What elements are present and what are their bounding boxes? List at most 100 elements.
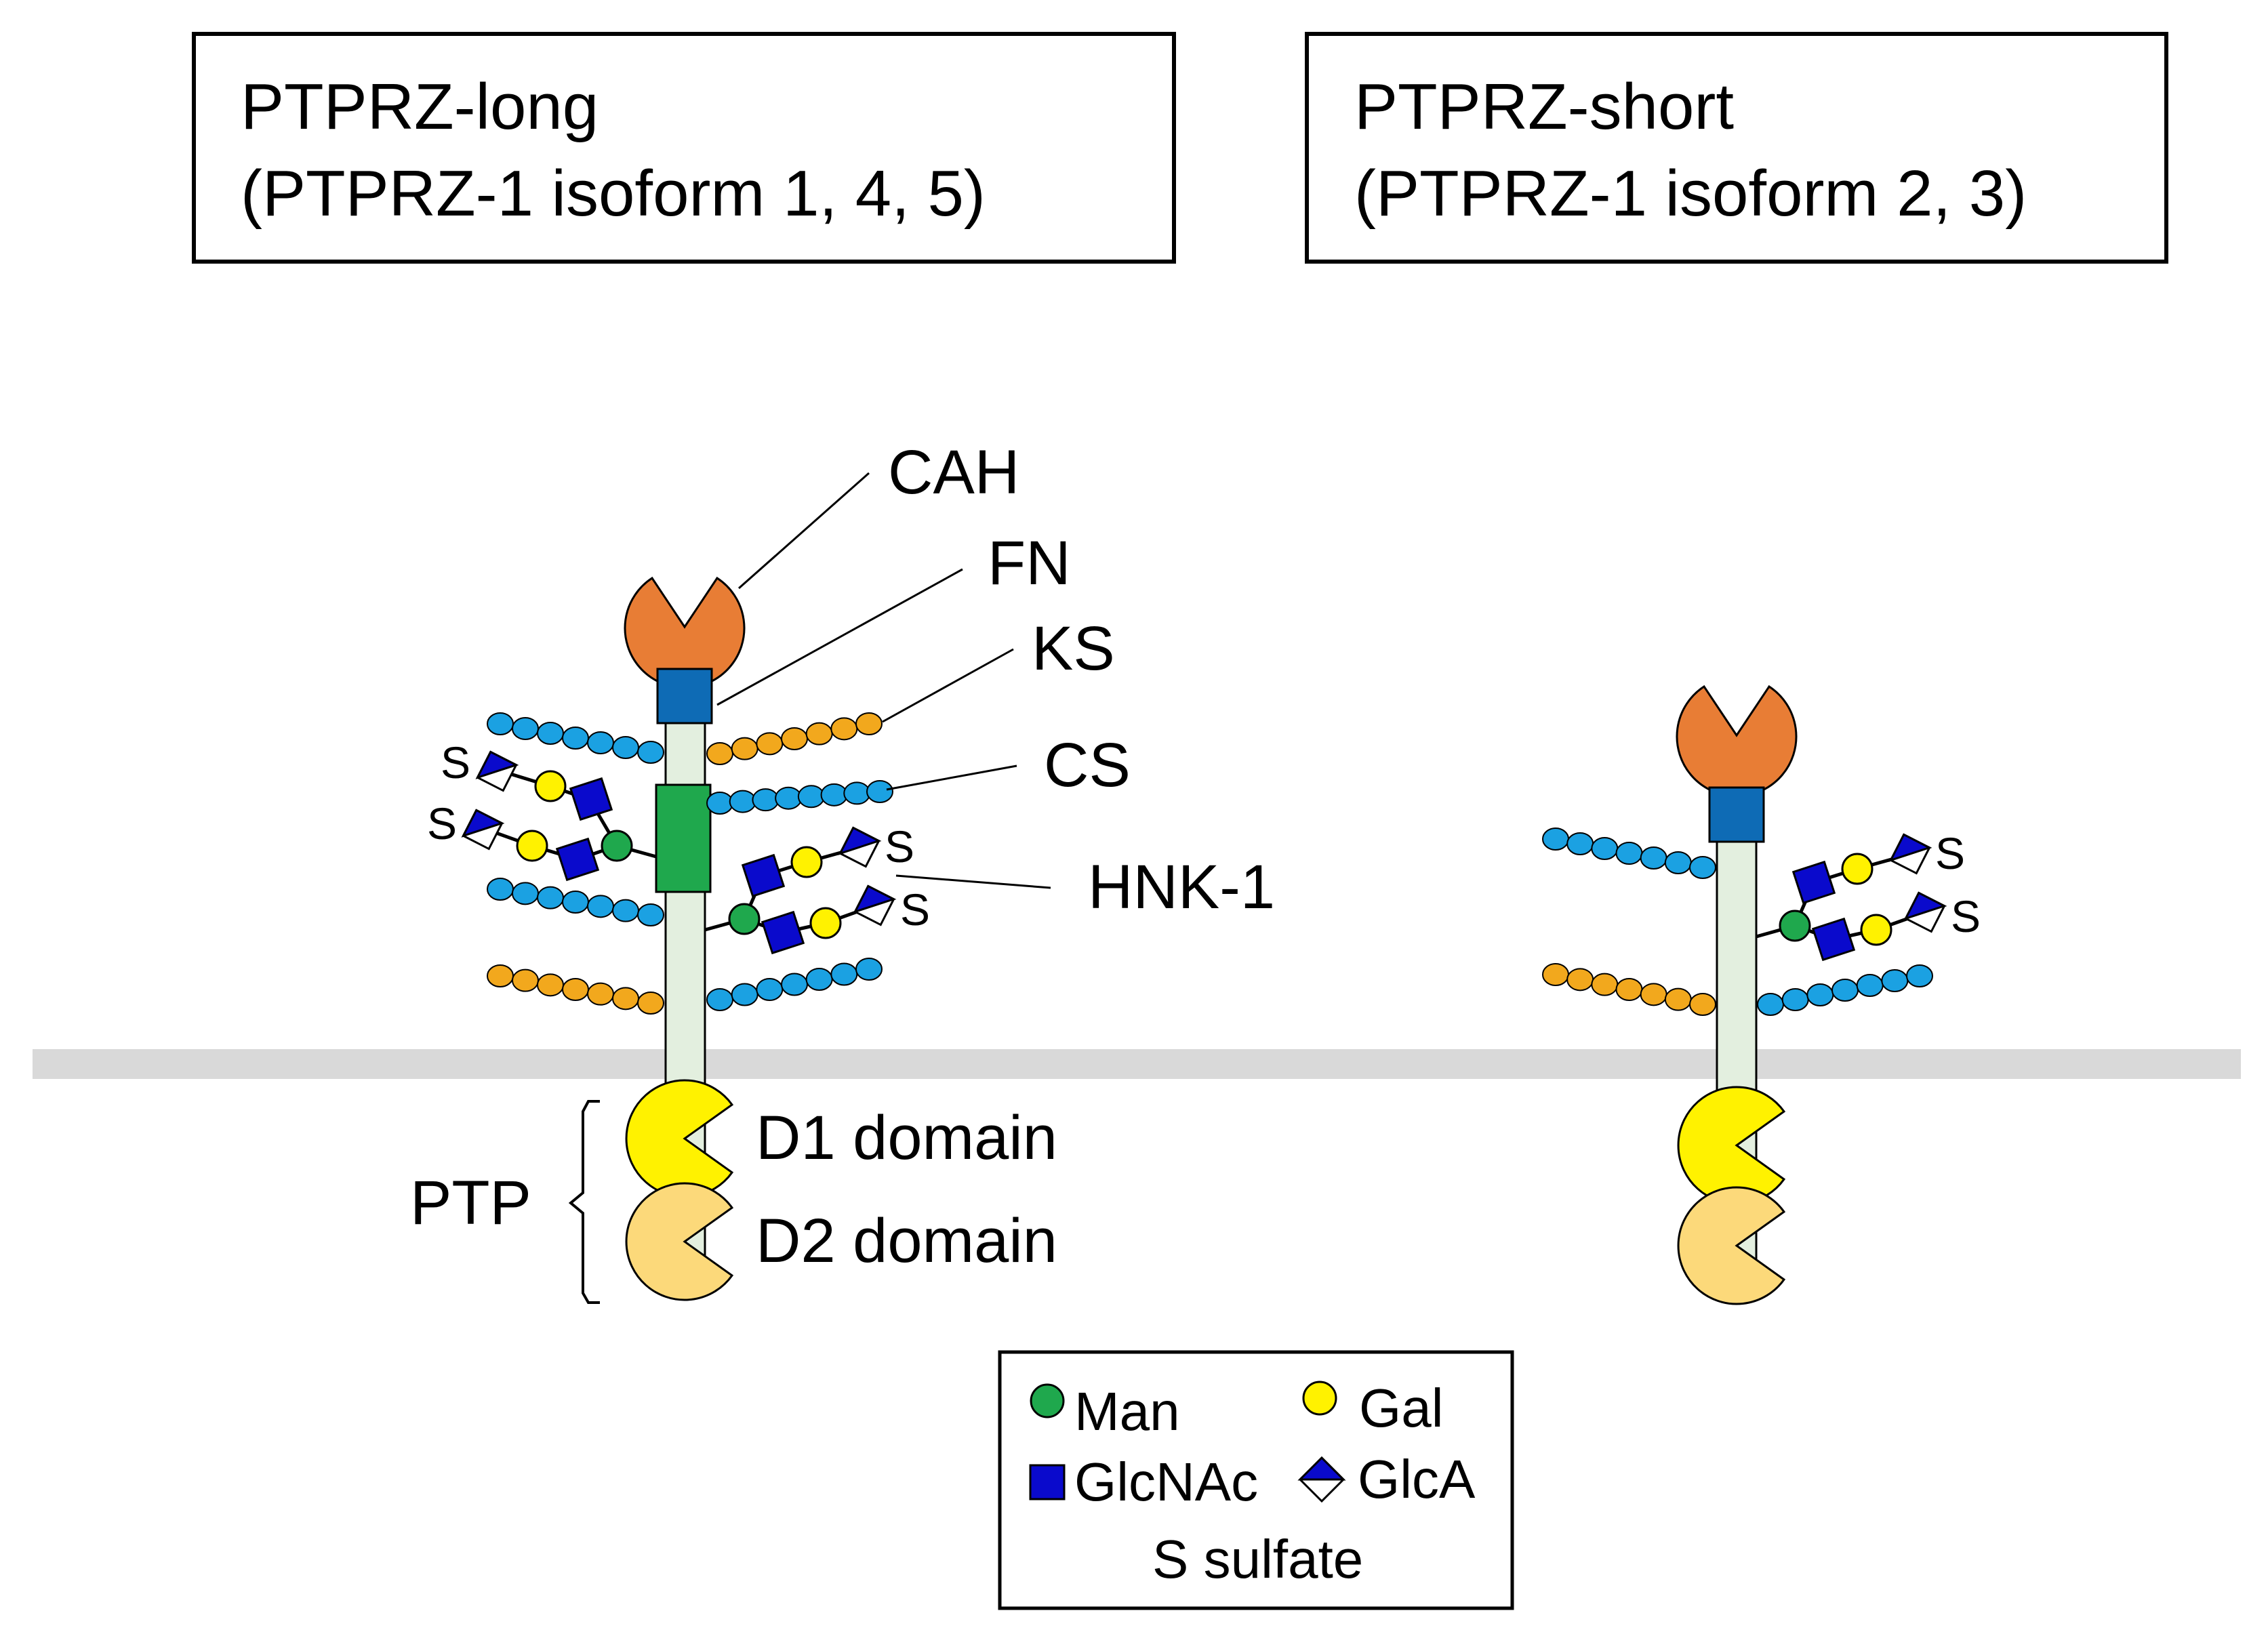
cs-chain xyxy=(706,958,883,1011)
cs-chain-bead xyxy=(805,968,833,991)
gal-residue xyxy=(1841,853,1874,885)
ks-chain-bead xyxy=(805,722,833,745)
cs-chain xyxy=(487,712,664,764)
cs-chain xyxy=(1542,828,1716,879)
ks-chain-bead xyxy=(830,717,858,741)
cs-chain-bead xyxy=(587,731,614,754)
cs-chain-bead xyxy=(512,717,539,740)
cs-chain-bead xyxy=(1781,988,1809,1011)
legend-gal: Gal xyxy=(1359,1378,1444,1438)
ks-chain xyxy=(706,712,883,765)
ks-chain xyxy=(1542,963,1716,1016)
label-d1-domain: D1 domain xyxy=(756,1103,1057,1172)
glcnac-residue xyxy=(1811,917,1856,962)
cs-chain-bead xyxy=(752,788,779,812)
cs-chain-bead xyxy=(1664,851,1692,874)
ks-chain-bead xyxy=(706,742,733,765)
cs-chain-bead xyxy=(512,882,539,905)
ks-chain xyxy=(487,964,664,1015)
glca-residue xyxy=(1888,833,1932,875)
cs-chain-bead xyxy=(487,878,514,901)
label-hnk1: HNK-1 xyxy=(1088,853,1275,922)
title-long-line1: PTPRZ-long xyxy=(241,70,599,143)
cs-chain-bead xyxy=(1689,856,1716,879)
cs-chain xyxy=(1757,964,1933,1016)
cs-chain-bead xyxy=(537,722,564,745)
legend-man: Man xyxy=(1074,1381,1180,1442)
hnk1-glycan-left: S S xyxy=(427,737,657,882)
glca-residue xyxy=(1903,891,1947,933)
label-cs: CS xyxy=(1044,731,1131,800)
gal-residue xyxy=(534,770,567,802)
ks-chain-bead xyxy=(487,964,514,987)
label-cah: CAH xyxy=(888,438,1019,507)
ks-chain-bead xyxy=(562,978,589,1001)
glca-residue xyxy=(838,826,882,868)
cs-chain-bead xyxy=(1591,837,1619,860)
cs-chain-bead xyxy=(830,962,858,986)
legend-glca: GlcA xyxy=(1358,1449,1476,1509)
ks-chain-bead xyxy=(1615,978,1643,1001)
ks-chain-bead xyxy=(756,732,784,756)
cs-chain-bead xyxy=(706,988,733,1011)
cs-chain-bead xyxy=(1640,846,1667,870)
glycan-chains-short xyxy=(1542,828,1933,1016)
ks-chain-bead xyxy=(1689,993,1716,1016)
man-residue xyxy=(728,903,761,935)
glca-residue xyxy=(853,884,897,926)
glca-residue xyxy=(461,809,505,851)
cah-domain-short xyxy=(1676,685,1798,798)
cs-chain-bead xyxy=(1856,974,1884,997)
hnk1-region-long xyxy=(655,783,712,893)
ks-chain-bead xyxy=(1542,963,1569,986)
glcnac-icon xyxy=(1029,1464,1066,1500)
sulfate-label: S xyxy=(1935,828,1965,878)
fn-domain-long xyxy=(656,668,713,724)
cs-chain-bead xyxy=(731,983,758,1006)
glcnac-residue xyxy=(1791,860,1836,905)
cs-chain-bead xyxy=(637,741,664,764)
sulfate-label: S xyxy=(885,821,914,872)
d2-domain-short xyxy=(1677,1186,1786,1305)
gal-icon xyxy=(1302,1381,1337,1416)
cs-chain-bead xyxy=(1615,842,1643,865)
ks-chain-bead xyxy=(1591,973,1619,996)
cs-chain-bead xyxy=(587,895,614,918)
ks-chain-bead xyxy=(587,982,614,1006)
ks-leader-line xyxy=(882,648,1014,723)
cah-leader-line xyxy=(738,472,870,590)
cs-chain-bead xyxy=(843,781,871,805)
ks-chain-bead xyxy=(1640,983,1667,1006)
gal-residue xyxy=(790,846,823,878)
fn-leader-line xyxy=(716,568,963,706)
ks-chain-bead xyxy=(612,987,639,1010)
label-ptp: PTP xyxy=(410,1168,531,1238)
cs-chain-bead xyxy=(1906,964,1933,987)
cs-chain xyxy=(706,780,893,815)
d1-domain-short xyxy=(1677,1086,1786,1205)
cs-chain-bead xyxy=(562,727,589,750)
cs-chain-bead xyxy=(612,899,639,922)
glcnac-residue xyxy=(555,837,600,882)
cs-chain-bead xyxy=(866,780,893,803)
ptp-bracket xyxy=(568,1100,600,1304)
cs-chain-bead xyxy=(637,903,664,926)
cell-membrane xyxy=(33,1049,2241,1079)
legend-sulfate: S sulfate xyxy=(1152,1529,1363,1589)
sulfate-label: S xyxy=(441,737,470,788)
cs-chain-bead xyxy=(1757,993,1784,1016)
ks-chain-bead xyxy=(537,973,564,997)
ks-chain-bead xyxy=(637,992,664,1015)
ptprz-long-molecule: S S S S xyxy=(410,438,1275,1304)
cs-chain-bead xyxy=(706,792,733,815)
gal-residue xyxy=(1860,914,1892,946)
legend-box xyxy=(998,1350,1514,1610)
cs-chain-bead xyxy=(797,785,825,809)
title-box-short: PTPRZ-short (PTPRZ-1 isoform 2, 3) xyxy=(1305,32,2168,264)
d1-domain-long xyxy=(625,1079,734,1198)
sulfate-label: S xyxy=(1951,891,1981,941)
fn-domain-short xyxy=(1708,786,1765,843)
cs-chain-bead xyxy=(820,783,848,806)
cs-chain-bead xyxy=(775,786,803,810)
